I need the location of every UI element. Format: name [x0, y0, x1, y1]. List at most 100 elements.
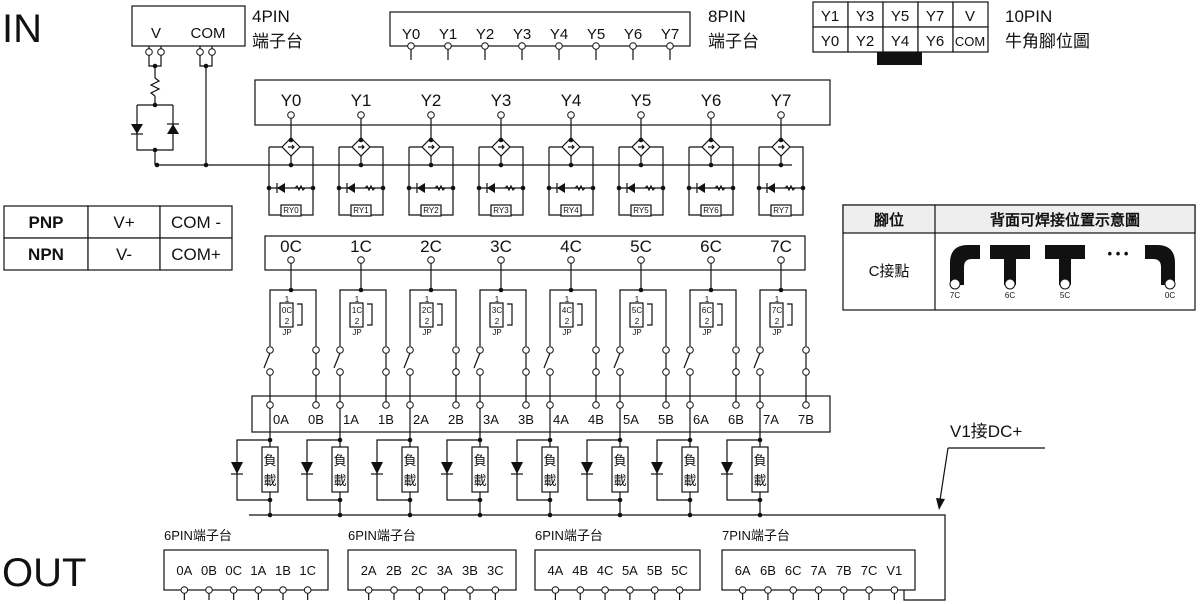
pin4-title: 4PIN	[252, 7, 290, 26]
relay-led-icon	[627, 183, 635, 193]
junction-dot	[406, 185, 412, 191]
terminal-pin	[452, 346, 460, 354]
terminal-pin	[629, 42, 637, 50]
terminal-pin	[452, 401, 460, 409]
input-label: Y2	[421, 91, 442, 110]
junction-dot	[800, 185, 806, 191]
solder-hole-icon	[1004, 278, 1016, 290]
terminal-pin	[666, 42, 674, 50]
junction-dot	[428, 162, 434, 168]
junction-dot	[380, 185, 386, 191]
terminal-pin	[382, 368, 390, 376]
terminal-pin	[476, 346, 484, 354]
polarity-cell-text: V-	[116, 245, 132, 264]
polarity-cell	[159, 205, 233, 239]
common-label: 0C	[280, 237, 302, 256]
relay-no-contact	[683, 352, 691, 369]
jumper-name: JP	[422, 328, 431, 337]
terminal-pin	[357, 256, 365, 264]
junction-dot	[477, 437, 483, 443]
pin8-label: Y5	[587, 26, 605, 43]
junction-dot	[546, 185, 552, 191]
junction-dot	[708, 137, 714, 143]
junction-dot	[616, 185, 622, 191]
contact-a-label: 3A	[483, 412, 499, 427]
jumper-box	[629, 302, 644, 328]
contact-b-label: 2B	[448, 412, 464, 427]
wire	[939, 447, 949, 501]
terminal-pin	[732, 346, 740, 354]
load-label: 負	[613, 453, 626, 468]
terminal-pin-label: 3C	[487, 563, 504, 578]
polarity-cell-text: NPN	[28, 245, 64, 264]
terminal-pin	[476, 401, 484, 409]
10pin-label: Y0	[821, 33, 839, 50]
terminal-block-title: 7PIN端子台	[722, 528, 790, 543]
flyback-diode-icon	[231, 462, 243, 474]
contact-b-label: 5B	[658, 412, 674, 427]
terminal-pin	[287, 111, 295, 119]
jumper-frame	[409, 289, 457, 346]
terminal-pin-label: 5C	[671, 563, 688, 578]
resistor-icon	[504, 184, 516, 192]
junction-dot	[152, 63, 158, 69]
load-box	[401, 446, 419, 493]
contact-b-label: 3B	[518, 412, 534, 427]
terminal-pin-label: 2C	[411, 563, 428, 578]
terminal-pin	[497, 111, 505, 119]
terminal-pin	[707, 256, 715, 264]
terminal-pin	[229, 586, 238, 594]
contact-a-label: 4A	[553, 412, 569, 427]
arrow-icon	[708, 144, 715, 150]
terminal-pin	[551, 586, 560, 594]
v1-bus	[249, 514, 946, 601]
terminal-pin	[592, 42, 600, 50]
terminal-pin	[662, 368, 670, 376]
junction-dot	[757, 497, 763, 503]
relay-no-contact	[333, 352, 341, 369]
jumper-box	[349, 302, 364, 328]
junction-dot	[288, 162, 294, 168]
terminal-pin	[427, 256, 435, 264]
terminal-pin	[382, 346, 390, 354]
jumper-box	[559, 302, 574, 328]
load-label: 負	[263, 453, 276, 468]
solder-hole-icon	[949, 278, 961, 290]
10pin-cell	[952, 26, 989, 53]
load-label: 負	[333, 453, 346, 468]
jumper-pin1: 1	[495, 295, 500, 304]
terminal-pin	[802, 346, 810, 354]
terminal-pin	[522, 368, 530, 376]
terminal-pin	[616, 401, 624, 409]
junction-dot	[778, 162, 784, 168]
terminal-pin	[287, 256, 295, 264]
flyback-diode-icon	[371, 462, 383, 474]
jumper-box	[699, 302, 714, 328]
solder-pad-label: 5C	[1060, 291, 1070, 300]
common-label: 6C	[700, 237, 722, 256]
10pin-label: Y3	[856, 8, 874, 25]
terminal-pin	[491, 586, 500, 594]
terminal-pin	[686, 368, 694, 376]
load-box	[331, 446, 349, 493]
relay-label: RY0	[283, 206, 299, 215]
terminal-pin	[890, 586, 899, 594]
relay-label: RY1	[353, 206, 369, 215]
terminal-pin	[180, 586, 189, 594]
jumper-pin1: 1	[285, 295, 290, 304]
relay-coil-box	[350, 204, 372, 217]
jumper-name: JP	[282, 328, 291, 337]
terminal-pin	[382, 401, 390, 409]
jumper-pin1: 1	[355, 295, 360, 304]
polarity-cell	[87, 205, 161, 239]
junction-dot	[568, 162, 574, 168]
solder-pad-icon	[950, 245, 980, 285]
terminal-pin	[756, 401, 764, 409]
common-label: 3C	[490, 237, 512, 256]
polarity-cell-text: COM -	[171, 213, 221, 232]
jumper-common: 3C	[492, 306, 502, 315]
pin8-label: Y4	[550, 26, 568, 43]
relay-led-icon	[557, 183, 565, 193]
relay-label: RY3	[493, 206, 509, 215]
